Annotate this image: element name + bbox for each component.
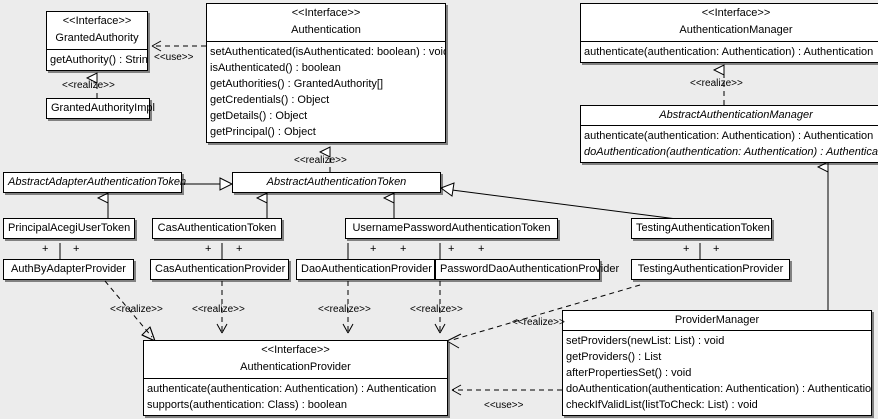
operation-abstract: doAuthentication(authentication: Authent… — [584, 146, 878, 158]
class-name: AbstractAuthenticationToken — [266, 176, 407, 188]
edge-label-realize-abstract-authentication-token: <<realize>> — [294, 155, 347, 166]
class-abstract-authentication-token[interactable]: AbstractAuthenticationToken — [232, 172, 441, 193]
edge-label-realize-password-dao-authentication-provider: <<realize>> — [410, 304, 463, 315]
class-testing-authentication-provider[interactable]: TestingAuthenticationProvider — [631, 259, 790, 280]
class-name: GrantedAuthority — [55, 32, 139, 44]
operation: isAuthenticated() : boolean — [210, 62, 341, 74]
edge-generalize-testing-authentication-token — [451, 189, 701, 223]
class-authentication-provider[interactable]: <<Interface>> AuthenticationProvider aut… — [143, 340, 448, 416]
class-name: AuthenticationManager — [679, 24, 793, 36]
operation: getAuthority() : String — [50, 54, 147, 66]
multiplicity-marker: + — [42, 243, 49, 255]
edge-label-realize-testing-authentication-provider: <<realize>> — [512, 317, 565, 328]
edge-label-realize-granted-authority-impl: <<realize>> — [62, 80, 115, 91]
class-name: TestingAuthenticationToken — [636, 222, 770, 234]
class-name: TestingAuthenticationProvider — [637, 263, 784, 275]
class-cas-authentication-provider[interactable]: CasAuthenticationProvider — [150, 259, 289, 280]
operations-compartment: authenticate(authentication: Authenticat… — [144, 378, 447, 415]
multiplicity-marker: + — [400, 243, 407, 255]
class-name: PrincipalAcegiUserToken — [8, 222, 131, 234]
multiplicity-marker: + — [683, 243, 690, 255]
class-password-dao-authentication-provider[interactable]: PasswordDaoAuthenticationProvider — [435, 259, 620, 280]
multiplicity-marker: + — [478, 243, 485, 255]
edge-adapter-token-arrowhead — [219, 177, 234, 191]
class-name: CasAuthenticationProvider — [155, 263, 286, 275]
edge-realize-auth-by-adapter-provider — [104, 280, 153, 338]
stereotype-label: <<Interface>> — [62, 15, 132, 27]
operation: authenticate(authentication: Authenticat… — [584, 46, 874, 58]
class-name: DaoAuthenticationProvider — [301, 263, 432, 275]
class-abstract-adapter-authentication-token[interactable]: AbstractAdapterAuthenticationToken — [3, 172, 187, 193]
class-name: Authentication — [291, 24, 361, 36]
operation: authenticate(authentication: Authenticat… — [584, 130, 874, 142]
class-authentication-manager[interactable]: <<Interface>> AuthenticationManager auth… — [580, 3, 878, 63]
class-abstract-authentication-manager[interactable]: AbstractAuthenticationManager authentica… — [580, 105, 878, 163]
class-name: ProviderManager — [674, 314, 760, 326]
edge-label-realize-dao-authentication-provider: <<realize>> — [318, 304, 371, 315]
class-cas-authentication-token[interactable]: CasAuthenticationToken — [152, 218, 282, 239]
edge-label-realize-abstract-authentication-manager: <<realize>> — [690, 78, 743, 89]
multiplicity-marker: + — [448, 243, 455, 255]
class-name: AbstractAuthenticationManager — [659, 109, 813, 121]
class-name: GrantedAuthorityImpl — [51, 102, 155, 114]
class-header: <<Interface>> AuthenticationProvider — [144, 341, 447, 378]
edge-label-use-granted-authority: <<use>> — [154, 52, 194, 63]
operation: getProviders() : List — [566, 351, 662, 363]
stereotype-label: <<Interface>> — [291, 7, 361, 19]
multiplicity-marker: + — [713, 243, 720, 255]
operation: setAuthenticated(isAuthenticated: boolea… — [210, 46, 445, 58]
operation: supports(authentication: Class) : boolea… — [147, 399, 347, 411]
class-name: AbstractAdapterAuthenticationToken — [8, 176, 187, 188]
operations-compartment: getAuthority() : String — [47, 49, 147, 70]
class-principal-acegi-user-token[interactable]: PrincipalAcegiUserToken — [3, 218, 135, 239]
multiplicity-marker: + — [236, 243, 243, 255]
class-username-password-authentication-token[interactable]: UsernamePasswordAuthenticationToken — [345, 218, 558, 239]
class-granted-authority-impl[interactable]: GrantedAuthorityImpl — [46, 98, 155, 119]
class-name: AuthByAdapterProvider — [11, 263, 126, 275]
operation: authenticate(authentication: Authenticat… — [147, 383, 437, 395]
operation: getCredentials() : Object — [210, 94, 330, 106]
operation: getAuthorities() : GrantedAuthority[] — [210, 78, 384, 90]
class-name: AuthenticationProvider — [240, 361, 351, 373]
operations-compartment: setAuthenticated(isAuthenticated: boolea… — [207, 41, 445, 142]
class-testing-authentication-token[interactable]: TestingAuthenticationToken — [631, 218, 772, 239]
class-header: <<Interface>> AuthenticationManager — [581, 4, 878, 41]
class-name: UsernamePasswordAuthenticationToken — [352, 222, 551, 234]
operation: checkIfValidList(listToCheck: List) : vo… — [566, 399, 758, 411]
operations-compartment: authenticate(authentication: Authenticat… — [581, 41, 878, 62]
class-header: <<Interface>> GrantedAuthority — [47, 12, 147, 49]
operations-compartment: authenticate(authentication: Authenticat… — [581, 125, 878, 162]
class-auth-by-adapter-provider[interactable]: AuthByAdapterProvider — [3, 259, 134, 280]
multiplicity-marker: + — [370, 243, 377, 255]
edge-label-use-provider-manager: <<use>> — [484, 400, 524, 411]
stereotype-label: <<Interface>> — [701, 7, 771, 19]
multiplicity-marker: + — [73, 243, 80, 255]
operation: getPrincipal() : Object — [210, 126, 316, 138]
operation: doAuthentication(authentication: Authent… — [566, 383, 871, 395]
edge-label-realize-cas-authentication-provider: <<realize>> — [192, 304, 245, 315]
operation: getDetails() : Object — [210, 110, 308, 122]
class-provider-manager[interactable]: ProviderManager setProviders(newList: Li… — [562, 310, 872, 416]
operation: setProviders(newList: List) : void — [566, 335, 725, 347]
edge-testing-token-arrowhead — [439, 182, 455, 197]
operation: afterPropertiesSet() : void — [566, 367, 692, 379]
edge-label-realize-auth-by-adapter-provider: <<realize>> — [110, 304, 163, 315]
class-name: PasswordDaoAuthenticationProvider — [440, 263, 620, 275]
class-dao-authentication-provider[interactable]: DaoAuthenticationProvider — [296, 259, 435, 280]
stereotype-label: <<Interface>> — [261, 344, 330, 356]
class-granted-authority[interactable]: <<Interface>> GrantedAuthority getAuthor… — [46, 11, 148, 71]
class-authentication[interactable]: <<Interface>> Authentication setAuthenti… — [206, 3, 446, 143]
operations-compartment: setProviders(newList: List) : void getPr… — [563, 330, 871, 415]
class-name: CasAuthenticationToken — [157, 222, 277, 234]
edge-realize-testing-authentication-provider — [451, 284, 641, 341]
multiplicity-marker: + — [205, 243, 212, 255]
class-header: <<Interface>> Authentication — [207, 4, 445, 41]
